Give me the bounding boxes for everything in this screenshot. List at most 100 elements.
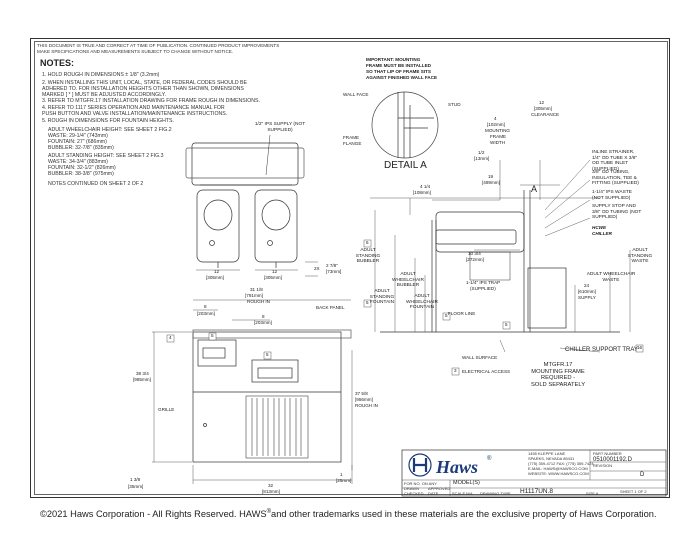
address-line: WEBSITE: WWW.HAWSCO.COM: [528, 471, 589, 476]
stud-label: STUD: [448, 102, 461, 107]
note-line: 1. HOLD ROUGH IN DIMENSIONS ± 1/8" (3.2m…: [42, 72, 160, 78]
dim-value: 1 3/8: [130, 477, 141, 482]
dim-value: 1/2: [478, 150, 485, 155]
back-panel-label: BACK PANEL: [316, 305, 345, 310]
label-part: STANDING: [627, 253, 653, 259]
model-number: H1117UN.8: [520, 488, 553, 495]
tag-number: 5: [211, 333, 214, 338]
sheet-number: SHEET 1 OF 2: [620, 489, 647, 494]
title-block-cell: DATE: [428, 491, 439, 496]
label-part: BUBBLER: [356, 259, 380, 265]
address-line: (775) 359-4712 FAX: (775) 359-7424: [528, 461, 594, 466]
title-block-cell: N/A: [466, 491, 473, 496]
dim-value: 4 1/4: [420, 184, 431, 189]
note-line: WASTE: 29-1/4" (743mm): [48, 133, 108, 139]
dim-value: CLEARANCE: [531, 112, 560, 117]
title-block-cell: CHECKED: [404, 491, 424, 496]
dim-value: 24: [584, 283, 590, 288]
dim-value: 8: [204, 304, 207, 309]
label-part: ADULT WHEELCHAIR: [586, 272, 636, 277]
note-line: ADHERED TO. FOR INSTALLATION HEIGHTS OTH…: [42, 86, 244, 92]
label-part: WHEELCHAIR: [406, 299, 438, 305]
tag-number: 5: [505, 322, 508, 327]
note-line: 4. REFER TO 1117 SERIES OPERATION AND MA…: [42, 105, 225, 111]
dim-value: 38 3/4: [136, 371, 149, 376]
copyright-suffix: and other trademarks used in these mater…: [271, 509, 657, 520]
dim-value: WIDTH: [490, 140, 506, 145]
label-part: ADULT: [400, 272, 416, 277]
dim-value: [305mm]: [264, 275, 282, 280]
grille-slats: [245, 395, 309, 459]
note-line: WASTE: 34-3/4" (883mm): [48, 159, 108, 165]
dim-value: 12: [272, 269, 278, 274]
dim-value: SUPPLY: [578, 295, 596, 300]
part-number-label: PART NUMBER: [593, 451, 622, 456]
chiller-box: [527, 267, 567, 329]
grille-label: GRILLE: [158, 407, 175, 412]
tag-number: 16: [637, 345, 643, 350]
title-block-cell: DRAWN: [404, 486, 419, 491]
dim-value: 19: [488, 174, 494, 179]
section-a-marker: A: [531, 184, 538, 194]
callout-inline-strainer: INLINE STRAINER, 1/4" OD TUBE X 3/8" OD …: [592, 150, 638, 172]
note-line: BUBBLER: 32-7/8" (835mm): [48, 145, 114, 151]
callout-tubing: 3/8" OD TUBING, INSULATION, TEE & FITTIN…: [592, 170, 639, 187]
important-line: IMPORTANT: MOUNTING: [366, 57, 421, 62]
drawing-sheet-inner-border: [34, 41, 668, 495]
chiller-label: CHILLER: [592, 231, 612, 236]
address-line: E-MAIL: HAWS@HAWSCO.COM: [528, 466, 588, 471]
drawing-sheet-border: [30, 38, 670, 498]
label-part: MOUNTING FRAME: [531, 368, 585, 375]
dim-value: ROUGH IN: [355, 403, 378, 408]
title-block-cell: FOR NO. ON ANY: [404, 481, 437, 486]
wall-surface-label: WALL SURFACE: [462, 355, 498, 360]
elevation-basin-left: [197, 339, 237, 367]
dim-value: ROUGH IN: [247, 299, 270, 304]
callout-waste: 1-1/4" IPS WASTE (NOT SUPPLIED): [592, 190, 632, 201]
dim-value: [108mm]: [413, 190, 431, 195]
dim-value: 31 1/8: [250, 287, 263, 292]
basin-left: [196, 189, 240, 263]
hcwe-label: HCWE: [592, 225, 607, 230]
dim-value: 4: [494, 116, 497, 121]
dim-value: [489mm]: [482, 180, 500, 185]
note-line: ADULT WHEELCHAIR HEIGHT: SEE SHEET 2 FIG…: [48, 127, 172, 133]
detail-a-title: DETAIL A: [384, 160, 427, 171]
dim-value: [25mm]: [336, 478, 352, 483]
tag-number: 5: [366, 300, 369, 305]
dim-value: [73mm]: [326, 269, 342, 274]
title-block-cell: APPROVED: [428, 486, 451, 491]
dim-value: [813mm]: [262, 489, 280, 494]
tag-number: 5: [445, 313, 448, 318]
note-line: PUSH BUTTON AND VALVE INSTALLATION/MAINT…: [42, 111, 228, 117]
supply-label: 1/2" IPS SUPPLY (NOT SUPPLIED): [254, 122, 306, 133]
label-part: ADULT: [374, 289, 390, 294]
dim-value: [203mm]: [197, 311, 215, 316]
dim-value: 12: [539, 100, 545, 105]
haws-logo-mark: [408, 453, 432, 477]
callout-supply-stop: SUPPLY STOP AND 3/8" OD TUBING (NOT SUPP…: [592, 204, 642, 221]
detail-a-circle: [371, 91, 439, 159]
copyright-prefix: ©2021 Haws Corporation - All Rights Rese…: [40, 509, 267, 520]
copyright-notice: ©2021 Haws Corporation - All Rights Rese…: [40, 509, 657, 519]
dim-value: 32: [268, 483, 274, 488]
label-part: ADULT: [632, 248, 648, 253]
dim-value: [13mm]: [474, 156, 490, 161]
revision: D: [640, 472, 645, 478]
frame-flange-label: FRAME: [343, 135, 360, 140]
label-part: MTGFR.17: [543, 362, 573, 368]
dim-value: 1: [340, 472, 343, 477]
tag-number: 3: [454, 368, 457, 373]
dim-value: [305mm]: [206, 275, 224, 280]
dim-value: 37 5/8: [355, 391, 368, 396]
dim-value: [985mm]: [133, 377, 151, 382]
dim-value: [102mm]: [487, 122, 505, 127]
floor-line-label: FLOOR LINE: [448, 311, 476, 316]
note-line: FOUNTAIN: 27" (686mm): [48, 139, 107, 145]
